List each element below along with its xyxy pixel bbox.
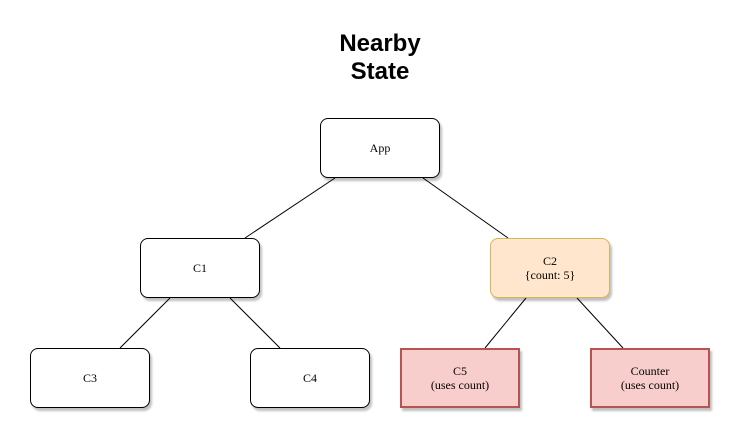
node-c5-detail: (uses count) (430, 378, 490, 392)
node-counter-consumer: Counter (uses count) (590, 348, 710, 408)
edge-app-c1 (244, 177, 336, 239)
node-counter-detail: (uses count) (620, 378, 680, 392)
node-c3: C3 (30, 348, 150, 408)
edge-app-c2 (422, 177, 509, 239)
node-app-label: App (369, 141, 391, 155)
title-line-1: Nearby (339, 30, 421, 57)
node-c2-state: {count: 5} (524, 268, 576, 282)
edge-c1-c3 (119, 297, 171, 349)
edge-c2-counter (576, 297, 624, 349)
node-c5-label: C5 (452, 364, 467, 378)
node-counter-label: Counter (630, 364, 670, 378)
edge-c2-c5 (484, 297, 527, 349)
title-line-2: State (350, 58, 410, 85)
node-app: App (320, 118, 440, 178)
node-c1: C1 (140, 238, 260, 298)
node-c3-label: C3 (82, 371, 97, 385)
node-c5-consumer: C5 (uses count) (400, 348, 520, 408)
node-c1-label: C1 (192, 261, 207, 275)
diagram-title: Nearby State (280, 30, 480, 86)
node-c2-label: C2 (542, 254, 557, 268)
node-c4-label: C4 (302, 371, 317, 385)
node-c2-state-holder: C2 {count: 5} (490, 238, 610, 298)
node-c4: C4 (250, 348, 370, 408)
edge-c1-c4 (229, 297, 281, 349)
